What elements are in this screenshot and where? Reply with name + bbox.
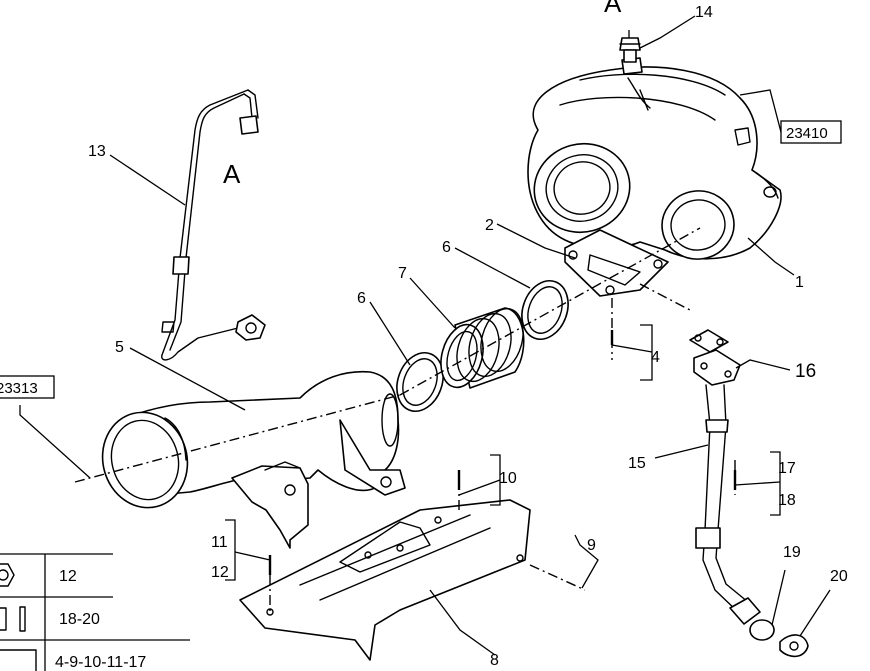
callout-1: 1	[795, 274, 804, 291]
reference-box-23410: 23410	[780, 120, 842, 144]
clamp-icon	[0, 606, 26, 632]
callout-13: 13	[88, 143, 106, 160]
svg-text:23313: 23313	[0, 380, 38, 397]
callout-7: 7	[398, 265, 407, 282]
callout-17: 17	[778, 460, 796, 477]
callout-2: 2	[485, 217, 494, 234]
callout-20: 20	[830, 568, 848, 585]
reference-box-23313: 23313	[0, 375, 55, 399]
callout-6-lower: 6	[357, 290, 366, 307]
callout-16: 16	[795, 361, 816, 382]
callout-12: 12	[211, 564, 229, 581]
legend-value-clamp: 18-20	[59, 611, 100, 628]
connection-mark-a-top: A	[604, 0, 622, 18]
bolt-icon	[0, 649, 37, 671]
turbocharger	[527, 57, 782, 297]
oil-feed-pipe	[161, 89, 266, 361]
svg-text:23410: 23410	[786, 125, 828, 142]
legend-value-nut: 12	[59, 568, 77, 585]
callout-18: 18	[778, 492, 796, 509]
connection-mark-a-pipe: A	[223, 159, 241, 189]
air-outlet-pipe	[101, 370, 406, 549]
callout-5: 5	[115, 339, 124, 356]
legend-value-bolt: 4-9-10-11-17	[55, 654, 146, 671]
callout-15: 15	[628, 455, 646, 472]
hose-7	[440, 307, 525, 389]
callout-9: 9	[587, 537, 596, 554]
callout-8: 8	[490, 652, 499, 669]
callout-19: 19	[783, 544, 801, 561]
hex-nut-icon	[0, 563, 15, 587]
sealing-rings	[396, 280, 569, 412]
support-bracket	[239, 499, 531, 661]
callout-11: 11	[211, 534, 228, 551]
callout-4: 4	[651, 349, 660, 366]
callout-10: 10	[499, 470, 517, 487]
oil-return-pipe	[689, 329, 809, 658]
callout-14: 14	[695, 4, 713, 21]
leader-lines	[19, 15, 831, 656]
callout-6-upper: 6	[442, 239, 451, 256]
fastener-legend-table: 12 18-20 4-9-10-11-17	[0, 553, 190, 671]
fitting-14	[619, 30, 641, 63]
